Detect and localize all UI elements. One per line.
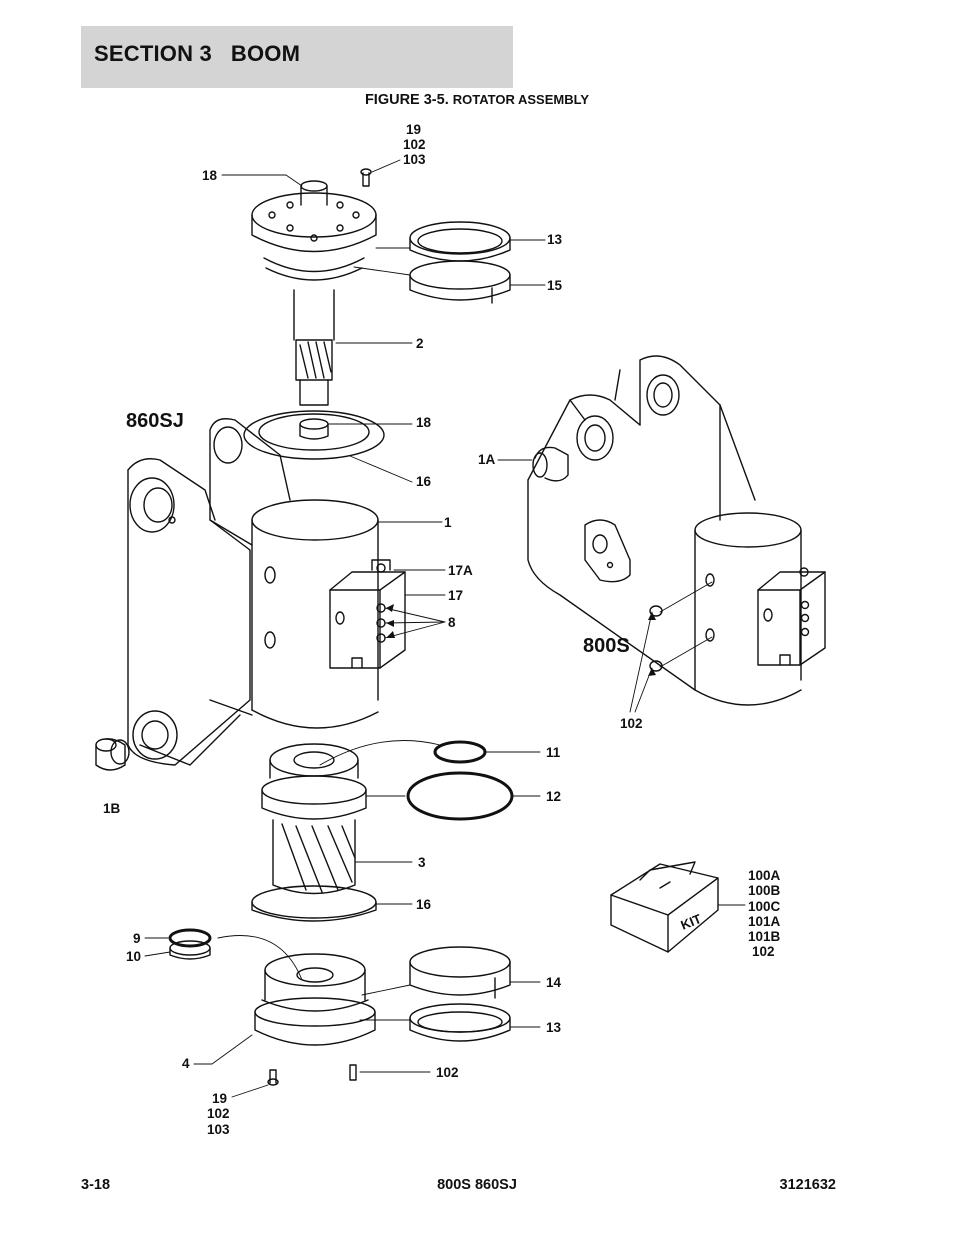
callout-9: 9 [133, 931, 141, 946]
callout-102-bottom: 102 [436, 1065, 459, 1080]
model-label-860sj: 860SJ [126, 410, 184, 432]
callout-1a: 1A [478, 452, 496, 467]
section-banner: SECTION 3 BOOM [81, 26, 513, 88]
o-ring-11 [433, 740, 487, 764]
callout-14: 14 [546, 975, 562, 990]
callout-1: 1 [444, 515, 452, 530]
callout-13-bottom: 13 [546, 1020, 562, 1035]
figure-name: ROTATOR ASSEMBLY [452, 92, 590, 107]
callout-13-top: 13 [547, 232, 563, 247]
callout-103-top: 103 [403, 152, 426, 167]
callout-17a: 17A [448, 563, 473, 578]
bearing-13-top [409, 221, 511, 262]
callout-19-top: 19 [406, 122, 421, 137]
set-screw-102 [349, 1064, 357, 1081]
callout-18-top: 18 [202, 168, 218, 183]
kit-item-101b: 101B [748, 929, 781, 944]
callout-3: 3 [418, 855, 426, 870]
callout-16-bottom: 16 [416, 897, 432, 912]
shaft-assembly-upper [251, 180, 377, 406]
kit-box-icon [610, 861, 719, 953]
callout-labels: 19 102 103 18 13 15 2 18 16 1 17A 17 8 1… [103, 122, 781, 1137]
callout-17: 17 [448, 588, 463, 603]
kit-item-102: 102 [752, 944, 775, 959]
callout-10: 10 [126, 949, 141, 964]
bushing-1b [95, 738, 130, 771]
kit-item-100b: 100B [748, 883, 781, 898]
arrowheads [386, 604, 656, 676]
cap-screw-top [360, 168, 372, 187]
callout-18-mid: 18 [416, 415, 432, 430]
callout-102-right: 102 [620, 716, 643, 731]
bushing-1a [532, 446, 569, 482]
section-title: SECTION 3 BOOM [94, 41, 301, 66]
footer-doc-number: 3121632 [779, 1177, 836, 1193]
bushing-18-mid [299, 418, 329, 440]
bearing-13-bottom [409, 1003, 511, 1042]
callout-103-bottom: 103 [207, 1122, 230, 1137]
callout-11: 11 [546, 745, 561, 760]
kit-item-100a: 100A [748, 868, 781, 883]
callout-4: 4 [182, 1056, 190, 1071]
kit-item-100c: 100C [748, 899, 781, 914]
callout-16-top: 16 [416, 474, 432, 489]
rotator-housing-800s [527, 355, 826, 706]
figure-number: FIGURE 3-5. [364, 92, 449, 108]
callout-2: 2 [416, 336, 424, 351]
callout-12: 12 [546, 789, 561, 804]
callout-1b: 1B [103, 801, 121, 816]
ring-gear-assembly [251, 743, 377, 922]
seal-9-10 [168, 928, 212, 960]
figure-caption: FIGURE 3-5. ROTATOR ASSEMBLY [0, 92, 954, 108]
kit-item-101a: 101A [748, 914, 781, 929]
model-label-800s: 800S [583, 635, 630, 657]
o-ring-12 [406, 771, 514, 821]
thrust-washer-16-top [243, 410, 385, 460]
footer-model: 800S 860SJ [437, 1177, 517, 1193]
callout-15: 15 [547, 278, 563, 293]
callout-19-bottom: 19 [212, 1091, 227, 1106]
cap-screw-bottom [267, 1069, 279, 1086]
footer-page-number: 3-18 [81, 1177, 111, 1193]
end-cap-4 [254, 953, 376, 1046]
callout-102-bottom-b: 102 [207, 1106, 230, 1121]
kit-label: KIT [679, 911, 704, 933]
bearing-15 [409, 260, 511, 304]
rotator-housing-860sj [127, 418, 406, 766]
callout-8: 8 [448, 615, 456, 630]
bearing-14 [409, 946, 511, 999]
leader-lines [144, 159, 746, 1098]
callout-102-top: 102 [403, 137, 426, 152]
